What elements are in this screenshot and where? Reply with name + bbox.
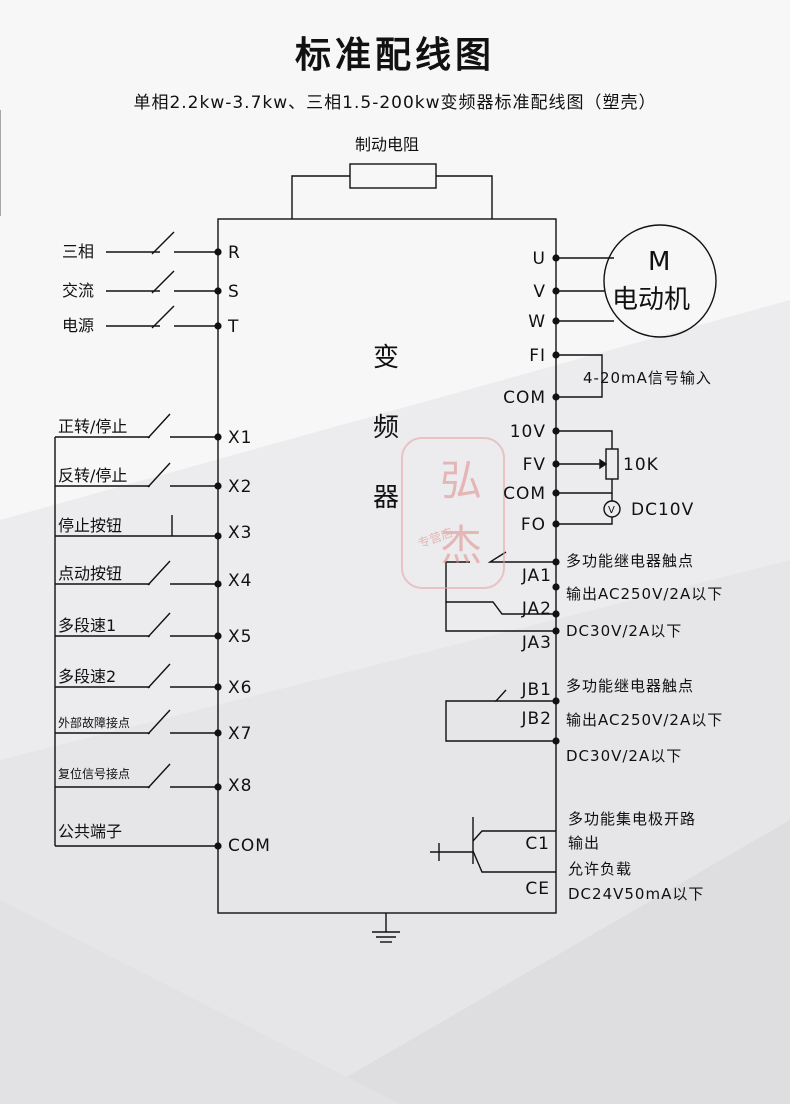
relay-b-note-1: 多功能继电器触点: [566, 677, 694, 695]
oc-note-1: 多功能集电极开路: [568, 810, 696, 828]
watermark-char-2: 杰: [440, 521, 482, 570]
terminal-dot: [552, 460, 560, 468]
oc-note-2: 输出: [568, 834, 600, 852]
terminal-dot: [214, 683, 222, 691]
terminal-x3: X3: [228, 523, 252, 543]
terminal-x6: X6: [228, 678, 252, 698]
input-label-com: 公共端子: [58, 822, 122, 841]
terminal-dot: [214, 287, 222, 295]
terminal-dot: [552, 697, 560, 705]
terminal-x1: X1: [228, 428, 252, 448]
terminal-x7: X7: [228, 724, 252, 744]
relay-a-note-1: 多功能继电器触点: [566, 552, 694, 570]
pot-value: 10K: [623, 455, 659, 475]
terminal-dot: [552, 317, 560, 325]
terminal-JA1: JA1: [521, 566, 552, 586]
inverter-box: [217, 218, 557, 914]
input-label-x2: 反转/停止: [58, 466, 127, 485]
terminal-JB2: JB2: [521, 709, 553, 729]
brake-resistor-label: 制动电阻: [355, 135, 419, 154]
terminal-R: R: [228, 243, 241, 263]
terminal-dot: [552, 351, 560, 359]
oc-note-4: DC24V50mA以下: [568, 885, 704, 903]
terminal-dot: [214, 580, 222, 588]
terminal-com-analog-2: COM: [503, 484, 546, 504]
input-label-x1: 正转/停止: [58, 417, 127, 436]
terminal-dot: [552, 737, 560, 745]
terminal-FI: FI: [529, 346, 546, 366]
terminal-dot: [214, 433, 222, 441]
terminal-com-analog-1: COM: [503, 388, 546, 408]
inverter-label-3: 器: [373, 483, 399, 513]
terminal-dot: [552, 427, 560, 435]
inverter-label-2: 频: [373, 413, 399, 443]
motor-symbol: M: [648, 247, 670, 277]
relay-b-note-3: DC30V/2A以下: [566, 747, 682, 765]
terminal-W: W: [528, 312, 546, 332]
relay-a-note-2: 输出AC250V/2A以下: [566, 585, 723, 603]
terminal-dot: [214, 783, 222, 791]
page-title: 标准配线图: [294, 35, 495, 76]
terminal-dot: [214, 729, 222, 737]
watermark-char-1: 弘: [440, 456, 482, 505]
page-subtitle: 单相2.2kw-3.7kw、三相1.5-200kw变频器标准配线图（塑壳）: [133, 93, 657, 113]
brake-resistor: [349, 163, 437, 189]
meter-label: DC10V: [631, 500, 694, 520]
terminal-T: T: [227, 317, 239, 337]
terminal-dot: [552, 627, 560, 635]
terminal-dot: [552, 287, 560, 295]
terminal-dot: [214, 248, 222, 256]
terminal-S: S: [228, 282, 240, 302]
relay-b-note-2: 输出AC250V/2A以下: [566, 711, 723, 729]
input-label-x4: 点动按钮: [58, 564, 122, 583]
terminal-dot: [552, 610, 560, 618]
fi-input-note: 4-20mA信号输入: [583, 369, 712, 387]
terminal-CE: CE: [525, 879, 550, 899]
terminal-JA3: JA3: [521, 633, 552, 653]
terminal-dot: [552, 520, 560, 528]
inverter-label-1: 变: [373, 343, 399, 373]
input-label-x3: 停止按钮: [58, 516, 122, 535]
terminal-10V: 10V: [510, 422, 546, 442]
terminal-dot: [214, 842, 222, 850]
watermark-seal: 弘 杰 专营店: [401, 437, 505, 589]
terminal-dot: [552, 583, 560, 591]
terminal-dot: [552, 254, 560, 262]
terminal-x5: X5: [228, 627, 252, 647]
terminal-FO: FO: [521, 515, 546, 535]
terminal-FV: FV: [523, 455, 546, 475]
relay-a-note-3: DC30V/2A以下: [566, 622, 682, 640]
terminal-dot: [214, 482, 222, 490]
power-label-1: 三相: [62, 242, 94, 261]
oc-note-3: 允许负载: [568, 860, 632, 878]
input-label-x8: 复位信号接点: [58, 766, 130, 781]
terminal-V: V: [533, 282, 546, 302]
terminal-dot: [552, 558, 560, 566]
terminal-JA2: JA2: [521, 599, 552, 619]
input-label-x5: 多段速1: [58, 616, 116, 635]
terminal-C1: C1: [525, 834, 550, 854]
terminal-x8: X8: [228, 776, 252, 796]
meter-symbol: V: [608, 505, 615, 516]
terminal-dot: [214, 322, 222, 330]
power-label-2: 交流: [62, 281, 94, 300]
terminal-x4: X4: [228, 571, 252, 591]
terminal-com-input: COM: [228, 836, 271, 856]
terminal-dot: [552, 489, 560, 497]
terminal-dot: [552, 393, 560, 401]
terminal-x2: X2: [228, 477, 252, 497]
input-label-x7: 外部故障接点: [58, 715, 130, 730]
terminal-U: U: [533, 249, 546, 269]
terminal-dot: [214, 632, 222, 640]
terminal-dot: [214, 532, 222, 540]
motor-label: 电动机: [612, 285, 690, 315]
terminal-JB1: JB1: [521, 680, 553, 700]
input-label-x6: 多段速2: [58, 667, 116, 686]
power-label-3: 电源: [62, 316, 94, 335]
